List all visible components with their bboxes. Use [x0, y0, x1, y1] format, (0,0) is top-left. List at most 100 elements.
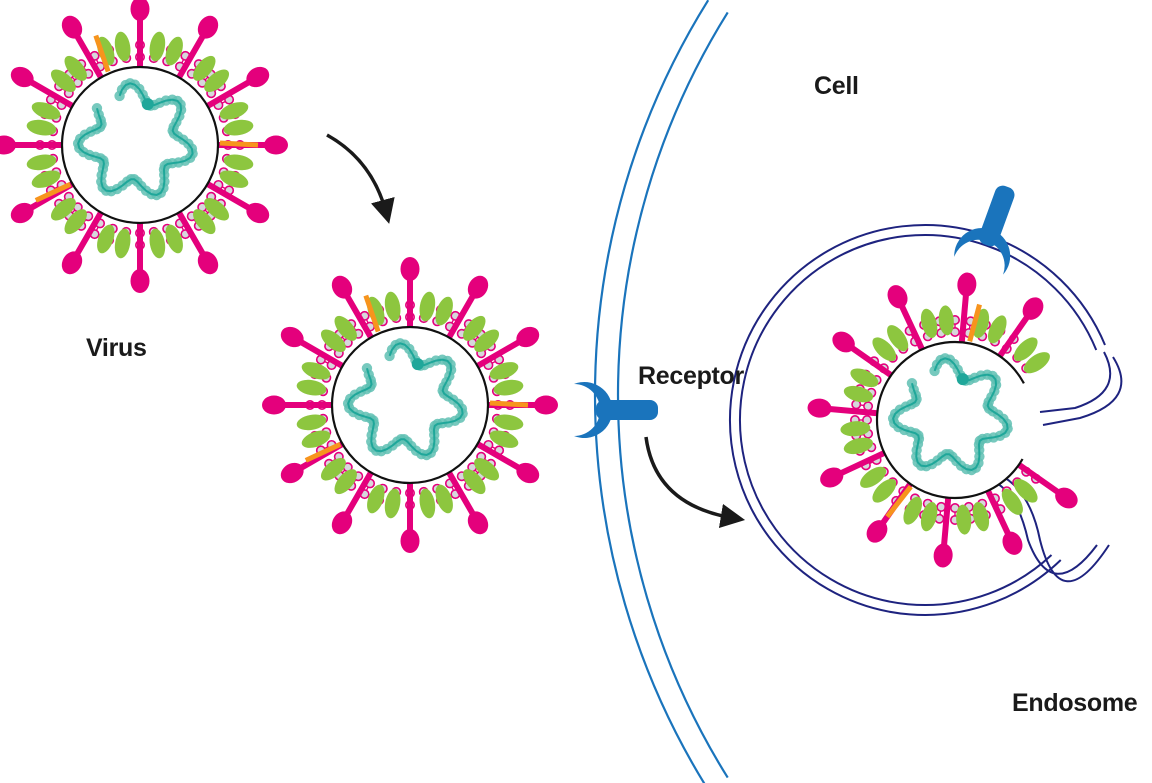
neuraminidase-icon	[474, 458, 500, 481]
hemagglutinin-stalk	[984, 487, 1013, 541]
hemagglutinin-head-icon	[516, 326, 540, 348]
rna-bead	[361, 363, 373, 374]
neuraminidase-icon	[193, 209, 216, 235]
hemagglutinin-stalk	[996, 310, 1033, 360]
lipid-tail	[451, 319, 455, 324]
hemagglutinin-head-icon	[10, 66, 34, 88]
neuraminidase-icon	[419, 488, 436, 519]
receptor-stalk	[979, 185, 1015, 247]
hemagglutinin-head-icon	[933, 543, 953, 568]
neuraminidase-icon	[149, 31, 166, 62]
cell-membrane-inner	[616, 11, 729, 779]
arrow-virus-to-binding	[326, 133, 395, 224]
hemagglutinin-head-icon	[130, 269, 150, 293]
neuraminidase-icon	[972, 501, 990, 532]
rna-strand	[347, 342, 464, 457]
lipid-tail	[869, 461, 874, 465]
hemagglutinin-stalk	[940, 494, 952, 553]
lipid-tail	[221, 100, 226, 104]
m2-channel-icon	[93, 34, 111, 73]
receptor-label: Receptor	[638, 362, 744, 390]
hemagglutinin-head-icon	[866, 520, 888, 543]
receptor-shape	[574, 382, 658, 438]
hemagglutinin-head-icon	[197, 251, 219, 275]
neuraminidase-icon	[296, 414, 327, 431]
hemagglutinin-head-icon	[262, 395, 286, 415]
lipid-tail	[365, 319, 369, 324]
hemagglutinin-head-icon	[331, 275, 353, 299]
hemagglutinin-stalk	[897, 299, 926, 353]
neuraminidase-icon	[1013, 337, 1038, 362]
rna-polymerase-icon	[956, 373, 969, 386]
rna-strand	[892, 357, 1009, 472]
receptor-shape	[954, 185, 1015, 275]
virus-label: Virus	[86, 334, 147, 362]
neuraminidase-icon	[493, 379, 524, 396]
hemagglutinin-stalk	[342, 469, 374, 521]
lipid-tail	[324, 360, 329, 364]
neuraminidase-icon	[26, 119, 57, 136]
hemagglutinin-stalk	[834, 449, 888, 478]
neuraminidase-icon	[1001, 488, 1023, 515]
neuraminidase-icon	[474, 329, 500, 352]
cell-membrane-outer	[593, 0, 710, 783]
hemagglutinin-head-icon	[130, 0, 150, 21]
lipid-tail	[996, 501, 1000, 506]
lipid-tail	[54, 186, 59, 190]
rna-polymerase-icon	[141, 98, 154, 111]
hemagglutinin-stalk	[446, 289, 478, 341]
neuraminidase-icon	[114, 228, 131, 259]
hemagglutinin-head-icon	[246, 66, 270, 88]
lipid-tail	[968, 325, 971, 330]
hemagglutinin-head-icon	[331, 511, 353, 535]
neuraminidase-icon	[419, 291, 436, 322]
neuraminidase-icon	[301, 430, 331, 448]
neuraminidase-icon	[26, 154, 57, 171]
hemagglutinin-stalk	[204, 181, 256, 213]
hemagglutinin-head-icon	[61, 251, 83, 275]
lipid-tail	[71, 209, 76, 214]
m2-channel-icon	[304, 442, 342, 463]
hemagglutinin-head-icon	[10, 202, 34, 224]
hemagglutinin-head-icon	[467, 511, 489, 535]
hemagglutinin-stalk	[342, 289, 374, 341]
hemagglutinin-head-icon	[280, 326, 304, 348]
hemagglutinin-head-icon	[1002, 531, 1023, 555]
neuraminidase-icon	[334, 469, 357, 495]
hemagglutinin-head-icon	[832, 331, 855, 353]
hemagglutinin-head-icon	[264, 135, 288, 155]
neuraminidase-icon	[64, 209, 87, 235]
neuraminidase-icon	[872, 337, 897, 362]
neuraminidase-icon	[872, 478, 897, 503]
neuraminidase-icon	[114, 31, 131, 62]
neuraminidase-icon	[493, 414, 524, 431]
cell-membrane	[593, 0, 729, 783]
hemagglutinin-head-icon	[467, 275, 489, 299]
neuraminidase-icon	[840, 421, 871, 437]
hemagglutinin-stalk	[845, 342, 895, 379]
lipid-tail	[95, 59, 99, 64]
neuraminidase-icon	[843, 385, 874, 403]
lipid-tail	[181, 226, 185, 231]
receptor-surface-icon	[574, 382, 658, 438]
hemagglutinin-stalk	[176, 29, 208, 81]
neuraminidase-icon	[219, 102, 249, 120]
hemagglutinin-stalk	[294, 337, 346, 369]
m2-channel-icon	[34, 182, 72, 203]
neuraminidase-icon	[860, 466, 887, 488]
neuraminidase-icon	[97, 224, 115, 254]
hemagglutinin-head-icon	[1055, 487, 1078, 509]
neuraminidase-icon	[435, 484, 453, 514]
hemagglutinin-head-icon	[246, 202, 270, 224]
neuraminidase-icon	[903, 496, 923, 525]
rna-strand	[77, 82, 194, 197]
m2-channel-icon	[885, 485, 913, 519]
m2-channel-icon	[219, 140, 259, 148]
neuraminidase-icon	[887, 325, 909, 352]
hemagglutinin-stalk	[24, 77, 76, 109]
rna-polymerase-icon	[411, 358, 424, 371]
neuraminidase-icon	[938, 305, 954, 336]
virus-free	[0, 0, 288, 293]
neuraminidase-icon	[334, 315, 357, 341]
